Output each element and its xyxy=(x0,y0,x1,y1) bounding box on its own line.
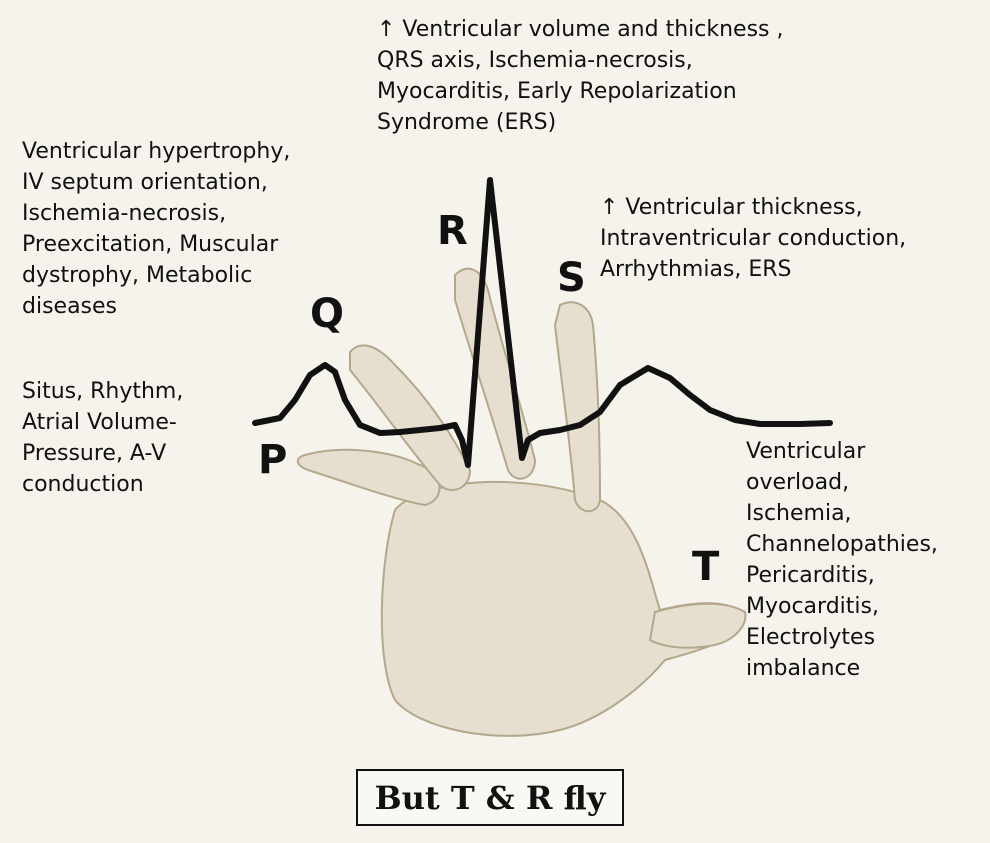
t-wave-label: T xyxy=(692,547,719,587)
r-wave-label: R xyxy=(437,211,468,251)
q-wave-label: Q xyxy=(310,294,344,334)
s-wave-annotation: ↑ Ventricular thickness, Intraventricula… xyxy=(600,192,906,285)
p-wave-annotation: Situs, Rhythm, Atrial Volume- Pressure, … xyxy=(22,376,183,500)
s-wave-label: S xyxy=(557,258,586,298)
caption-text: But T & R fly xyxy=(375,779,606,817)
p-wave-label: P xyxy=(258,440,287,480)
hand-sketch xyxy=(298,269,746,736)
r-wave-annotation: ↑ Ventricular volume and thickness , QRS… xyxy=(377,14,783,138)
q-wave-annotation: Ventricular hypertrophy, IV septum orien… xyxy=(22,136,290,322)
caption-box: But T & R fly xyxy=(356,769,624,826)
t-wave-annotation: Ventricular overload, Ischemia, Channelo… xyxy=(746,436,938,684)
